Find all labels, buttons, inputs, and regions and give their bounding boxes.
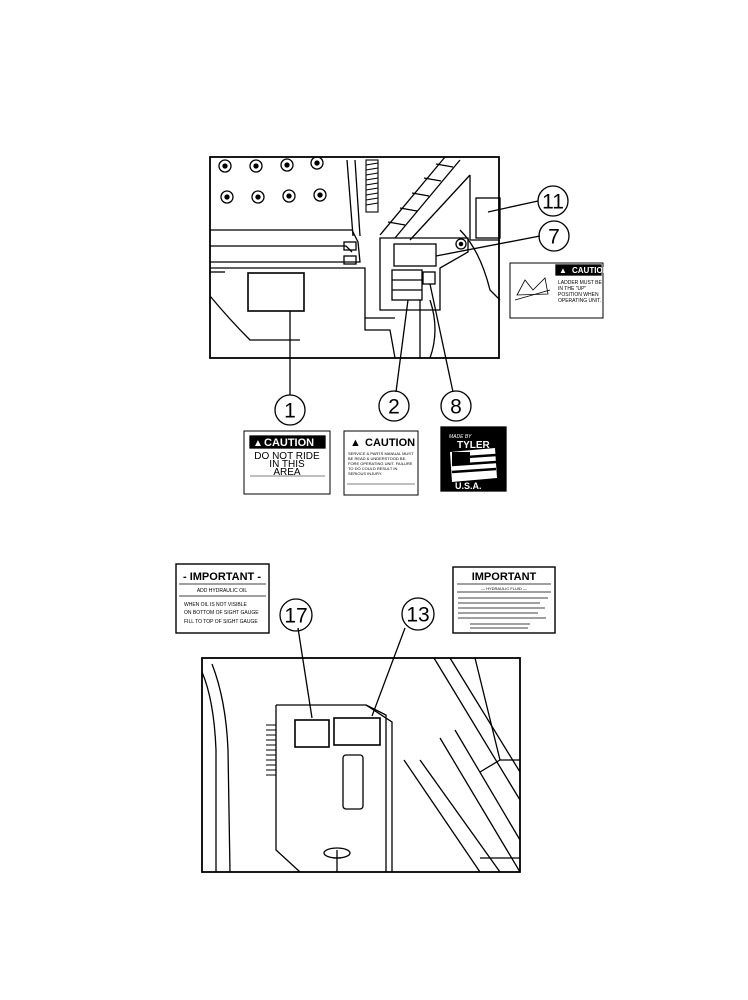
decal-11-line: IN THE "UP" — [558, 286, 586, 292]
lower-machine-illustration — [201, 657, 521, 873]
callout-1-circle — [274, 394, 306, 426]
spring — [365, 159, 379, 213]
warning-triangle-icon: ▲ — [350, 437, 361, 449]
decal-13-header: IMPORTANT — [472, 571, 537, 583]
decal-1-header: CAUTION — [264, 437, 314, 449]
decal-17-header: - IMPORTANT - — [183, 571, 261, 583]
leader-line-17 — [297, 627, 313, 719]
upper-machine-illustration — [209, 156, 501, 359]
callout-7-label: 7 — [548, 226, 560, 249]
callout-11-label: 11 — [542, 191, 564, 214]
callout-1-label: 1 — [284, 400, 296, 423]
callout-2-label: 2 — [388, 396, 400, 419]
leader-line-11 — [487, 200, 539, 213]
decal-17-line: ON BOTTOM OF SIGHT GAUGE — [184, 610, 259, 616]
ladder — [379, 156, 471, 241]
decal-2 — [343, 430, 419, 496]
decal-17-line: FILL TO TOP OF SIGHT GAUGE — [184, 619, 258, 625]
decal-8 — [440, 426, 507, 492]
decal-11-header: CAUTION — [572, 266, 609, 275]
decal-2-header: CAUTION — [365, 437, 415, 449]
decal-1-line: IN THIS — [269, 459, 305, 470]
decal-8-brand: TYLER — [457, 440, 491, 451]
decal-11-line: POSITION WHEN — [558, 292, 599, 298]
callout-13-circle — [401, 597, 435, 631]
leader-line-2 — [395, 299, 409, 393]
callout-17-circle — [279, 598, 313, 632]
decal-13 — [452, 566, 556, 634]
leader-line-13 — [371, 627, 406, 717]
leader-line-8 — [429, 283, 454, 393]
leader-line-7 — [435, 235, 541, 257]
decal-17-line: WHEN OIL IS NOT VISIBLE — [184, 602, 247, 608]
decal-2-line: TO DO COULD RESULT IN — [348, 466, 397, 471]
callout-17-label: 17 — [284, 605, 307, 628]
decal-1-line: AREA — [273, 467, 301, 478]
decal-2-line: FORE OPERATING UNIT. FAILURE — [348, 461, 413, 466]
decal-11-line: OPERATING UNIT. — [558, 298, 601, 304]
callout-13-label: 13 — [406, 604, 429, 627]
warning-triangle-icon: ▲ — [253, 438, 263, 449]
decal-8-top: MADE BY — [449, 434, 472, 440]
decal-1 — [243, 430, 331, 495]
bolt-holes — [218, 156, 327, 204]
callout-2-circle — [378, 390, 410, 422]
decal-2-line: BE READ & UNDERSTOOD BE- — [348, 456, 407, 461]
valve — [323, 847, 351, 872]
callout-8-label: 8 — [450, 396, 462, 419]
decal-17 — [175, 563, 270, 634]
callout-8-circle — [440, 390, 472, 422]
decal-2-line: SERIOUS INJURY. — [348, 471, 382, 476]
decal-11 — [509, 262, 604, 319]
callout-7-circle — [538, 220, 570, 252]
decal-11-line: LADDER MUST BE — [558, 280, 602, 286]
callout-11-circle — [537, 185, 569, 217]
decal-13-title: — HYDRAULIC FLUID — — [481, 586, 527, 591]
warning-triangle-icon: ▲ — [559, 266, 567, 275]
decal-17-title: ADD HYDRAULIC OIL — [197, 588, 248, 594]
decal-2-line: SERVICE & PARTS MANUAL MUST — [348, 451, 414, 456]
decal-1-line: DO NOT RIDE — [254, 451, 320, 462]
decal-8-bottom: U.S.A. — [455, 481, 482, 491]
